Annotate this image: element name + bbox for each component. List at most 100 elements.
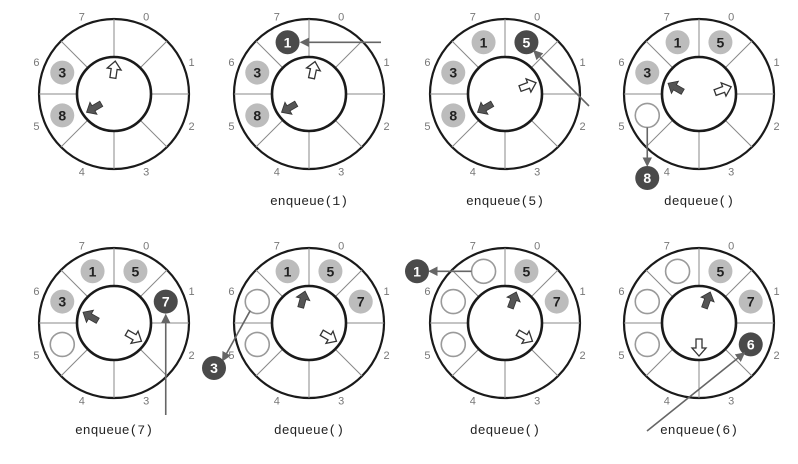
index-label: 6 xyxy=(33,286,39,298)
tail-pointer-icon xyxy=(506,291,521,310)
operation-arrow xyxy=(222,310,251,362)
slot-divider xyxy=(139,269,168,298)
slot-divider xyxy=(334,269,363,298)
queue-slot-6: 3 xyxy=(635,60,660,85)
index-label: 2 xyxy=(384,121,390,133)
index-label: 3 xyxy=(534,167,540,179)
queue-slot-6: 3 xyxy=(245,60,270,85)
index-label: 3 xyxy=(728,396,734,408)
queue-slot-5: 8 xyxy=(245,103,270,128)
queue-slot-6 xyxy=(244,288,271,315)
index-label: 1 xyxy=(384,57,390,69)
slot-divider xyxy=(530,119,559,148)
slot-value: 8 xyxy=(58,107,66,123)
index-label: 5 xyxy=(228,350,234,362)
removed-value: 8 xyxy=(635,166,660,190)
queue-slot-0: 5 xyxy=(514,259,539,284)
slot-value: 1 xyxy=(413,263,421,279)
index-label: 0 xyxy=(534,11,540,23)
index-label: 1 xyxy=(384,286,390,298)
slot-divider xyxy=(645,348,674,377)
queue-slot-1: 7 xyxy=(738,289,763,314)
index-label: 5 xyxy=(618,121,624,133)
index-label: 0 xyxy=(338,11,344,23)
index-label: 1 xyxy=(189,57,195,69)
slot-divider xyxy=(645,119,674,148)
queue-slot-5 xyxy=(244,331,271,358)
queue-slot-0: 5 xyxy=(318,259,343,284)
slot-value: 5 xyxy=(717,34,725,50)
queue-slot-0: 5 xyxy=(123,259,148,284)
index-label: 0 xyxy=(534,240,540,252)
inner-ring xyxy=(660,284,738,362)
tail-pointer-icon xyxy=(281,100,299,115)
slot-divider xyxy=(724,269,753,298)
slot-divider xyxy=(334,40,363,69)
queue-slot-6: 3 xyxy=(441,60,466,85)
index-label: 7 xyxy=(664,240,670,252)
slot-value: 7 xyxy=(747,294,755,310)
queue-slot-6 xyxy=(634,288,661,315)
index-label: 7 xyxy=(274,11,280,23)
slot-value: 5 xyxy=(717,263,725,279)
index-label: 2 xyxy=(580,121,586,133)
index-label: 5 xyxy=(228,121,234,133)
index-label: 4 xyxy=(664,167,670,179)
slot-divider xyxy=(255,269,284,298)
index-label: 6 xyxy=(618,286,624,298)
index-label: 5 xyxy=(424,350,430,362)
index-label: 0 xyxy=(728,11,734,23)
slot-divider xyxy=(530,40,559,69)
index-label: 1 xyxy=(580,57,586,69)
index-label: 4 xyxy=(274,167,280,179)
slot-divider xyxy=(645,269,674,298)
index-label: 0 xyxy=(728,240,734,252)
slot-value: 3 xyxy=(449,65,457,81)
index-label: 1 xyxy=(189,286,195,298)
operation-caption: enqueue(5) xyxy=(466,194,544,209)
index-label: 0 xyxy=(143,240,149,252)
tail-pointer-icon xyxy=(86,100,104,115)
slot-divider xyxy=(334,119,363,148)
inner-ring xyxy=(466,55,544,133)
queue-slot-6 xyxy=(440,288,467,315)
queue-slot-5 xyxy=(440,331,467,358)
index-label: 7 xyxy=(79,11,85,23)
operation-caption: dequeue() xyxy=(664,194,734,209)
head-pointer-icon xyxy=(124,329,143,345)
index-label: 3 xyxy=(143,396,149,408)
removed-value: 1 xyxy=(405,259,429,284)
index-label: 7 xyxy=(470,11,476,23)
index-label: 7 xyxy=(470,240,476,252)
tail-pointer-icon xyxy=(667,80,685,95)
queue-slot-5 xyxy=(49,331,76,358)
index-label: 2 xyxy=(774,350,780,362)
inner-ring xyxy=(660,55,738,133)
operation-caption: enqueue(7) xyxy=(75,423,153,438)
removed-value: 3 xyxy=(202,356,226,380)
operation-caption: dequeue() xyxy=(470,423,540,438)
slot-divider xyxy=(60,40,89,69)
index-label: 5 xyxy=(33,350,39,362)
index-label: 2 xyxy=(189,121,195,133)
index-label: 2 xyxy=(189,350,195,362)
slot-divider xyxy=(139,119,168,148)
index-label: 3 xyxy=(338,396,344,408)
queue-slot-1: 7 xyxy=(544,289,569,314)
slot-value: 7 xyxy=(553,294,561,310)
slot-value: 5 xyxy=(523,263,531,279)
tail-pointer-icon xyxy=(82,309,100,324)
queue-slot-0: 5 xyxy=(514,30,539,55)
index-label: 0 xyxy=(143,11,149,23)
tail-pointer-icon xyxy=(295,290,311,309)
slot-divider xyxy=(530,269,559,298)
slot-divider xyxy=(451,119,480,148)
index-label: 0 xyxy=(338,240,344,252)
slot-value: 1 xyxy=(674,34,682,50)
slot-divider xyxy=(255,119,284,148)
